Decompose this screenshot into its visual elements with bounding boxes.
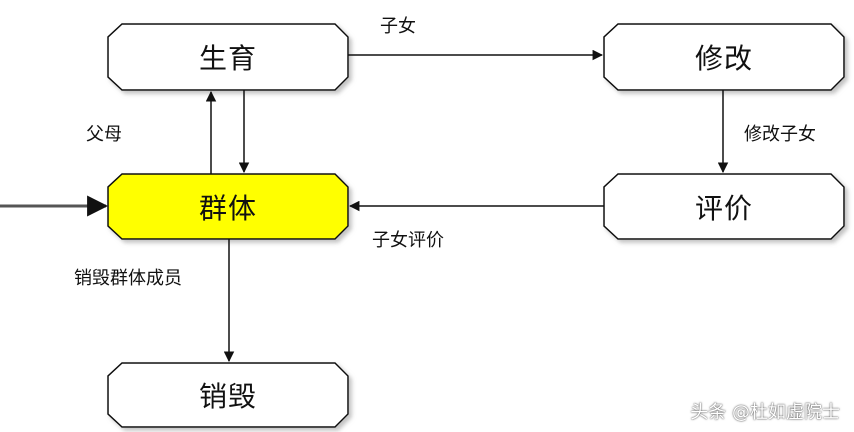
- node-reproduce: 生育: [108, 24, 348, 90]
- node-destroy: 销毁: [108, 363, 348, 427]
- node-mutate: 修改: [604, 24, 844, 90]
- node-reproduce-label: 生育: [198, 42, 257, 75]
- node-destroy-shape: [107, 362, 349, 428]
- edge-label-offspring-evaluation: 子女评价: [372, 230, 444, 251]
- node-population-label: 群体: [198, 191, 257, 225]
- node-evaluate-shape: [603, 173, 845, 240]
- node-destroy-label: 销毁: [198, 380, 257, 413]
- node-evaluate-label: 评价: [694, 191, 753, 225]
- node-mutate-shape: [603, 23, 845, 91]
- node-mutate-label: 修改: [694, 42, 753, 75]
- node-evaluate: 评价: [604, 174, 844, 239]
- edge-label-destroy-members: 销毁群体成员: [74, 268, 182, 289]
- edge-label-modify-offspring: 修改子女: [744, 124, 816, 145]
- node-reproduce-shape: [107, 23, 349, 91]
- node-population: 群体: [108, 174, 348, 239]
- edge-label-parents: 父母: [86, 124, 122, 145]
- watermark-text: 头条 @杜如虚院士: [690, 402, 840, 423]
- edge-label-offspring: 子女: [380, 16, 416, 37]
